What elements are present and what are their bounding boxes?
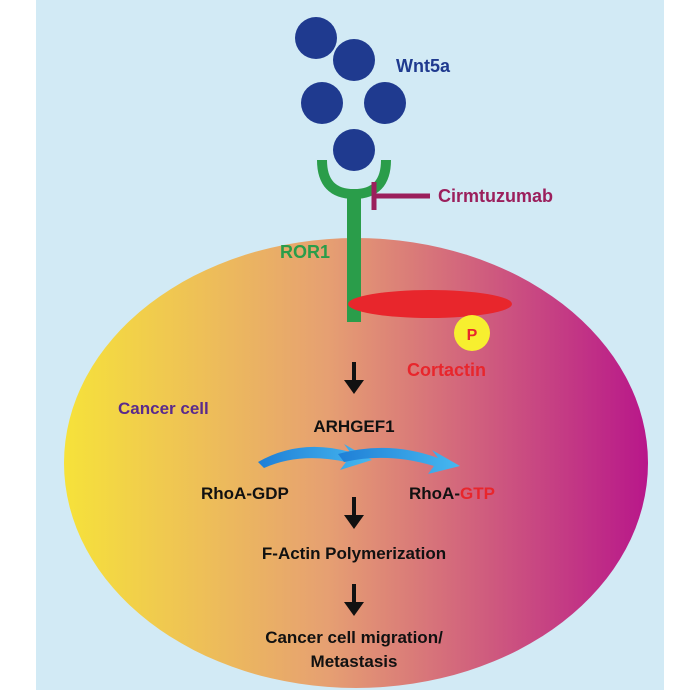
migration-label-line1: Cancer cell migration/ <box>265 628 443 647</box>
down-arrow-icon <box>344 362 364 394</box>
migration-label-line2: Metastasis <box>311 652 398 671</box>
wnt5a-ligand-icon <box>364 82 406 124</box>
phospho-label: P <box>467 327 478 344</box>
cortactin-label: Cortactin <box>407 360 486 380</box>
rhoa-gtp-prefix: RhoA- <box>409 484 460 503</box>
rhoa-gdp-label: RhoA-GDP <box>201 484 289 503</box>
rhoa-exchange-swoosh-icon <box>258 444 460 474</box>
rhoa-gtp-label: RhoA-GTP <box>409 484 495 503</box>
cirmtuzumab-inhibition-icon <box>371 182 430 210</box>
phospho-circle-icon <box>454 315 490 351</box>
down-arrow-icon <box>344 497 364 529</box>
factin-label: F-Actin Polymerization <box>262 544 446 563</box>
cancer-cell-label: Cancer cell <box>118 399 209 418</box>
wnt5a-ligand-icon <box>333 129 375 171</box>
cirmtuzumab-label: Cirmtuzumab <box>438 186 553 206</box>
wnt5a-ligand-icon <box>295 17 337 59</box>
wnt5a-ligand-icon <box>301 82 343 124</box>
ror1-label: ROR1 <box>280 242 330 262</box>
wnt5a-ligand-cluster <box>295 17 406 171</box>
rhoa-gtp-suffix: GTP <box>460 484 495 503</box>
wnt5a-label: Wnt5a <box>396 56 451 76</box>
cortactin-ellipse <box>348 290 512 318</box>
arhgef1-label: ARHGEF1 <box>313 417 394 436</box>
wnt5a-ligand-icon <box>333 39 375 81</box>
down-arrow-icon <box>344 584 364 616</box>
